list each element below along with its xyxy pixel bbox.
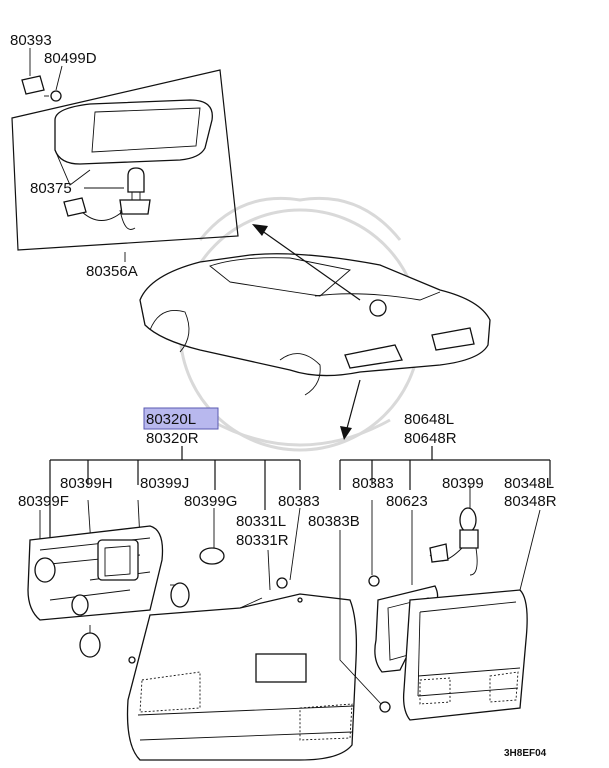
label-80499D[interactable]: 80499D [44,50,97,67]
label-80399[interactable]: 80399 [442,475,484,492]
callout-labels: 80393 80499D 80375 80356A 80320L 80320R … [10,32,557,759]
label-80399H[interactable]: 80399H [60,475,113,492]
label-80648R[interactable]: 80648R [404,430,457,447]
label-80375[interactable]: 80375 [30,180,72,197]
label-80348R[interactable]: 80348R [504,493,557,510]
label-80399J[interactable]: 80399J [140,475,189,492]
car-body [139,224,491,440]
label-80623[interactable]: 80623 [386,493,428,510]
high-mount-lamp-inset [11,69,239,262]
label-80348L[interactable]: 80348L [504,475,554,492]
label-80399F[interactable]: 80399F [18,493,69,510]
label-80383B[interactable]: 80383B [308,513,360,530]
clip-parts [21,48,63,102]
selected-part-highlight [143,407,219,430]
label-80393[interactable]: 80393 [10,32,52,49]
label-80356A[interactable]: 80356A [86,263,138,280]
label-80383-right[interactable]: 80383 [352,475,394,492]
label-80320R[interactable]: 80320R [146,430,199,447]
diagram-code: 3H8EF04 [504,748,547,759]
right-leader-tree [339,446,551,706]
left-tail-lamp-lens [126,577,358,761]
label-80331R[interactable]: 80331R [236,532,289,549]
label-80383-left[interactable]: 80383 [278,493,320,510]
right-garnish-assembly [368,507,528,721]
label-80320L[interactable]: 80320L [146,411,196,428]
label-80331L[interactable]: 80331L [236,513,286,530]
label-80648L[interactable]: 80648L [404,411,454,428]
label-80399G[interactable]: 80399G [184,493,237,510]
left-socket-assembly [27,525,225,658]
